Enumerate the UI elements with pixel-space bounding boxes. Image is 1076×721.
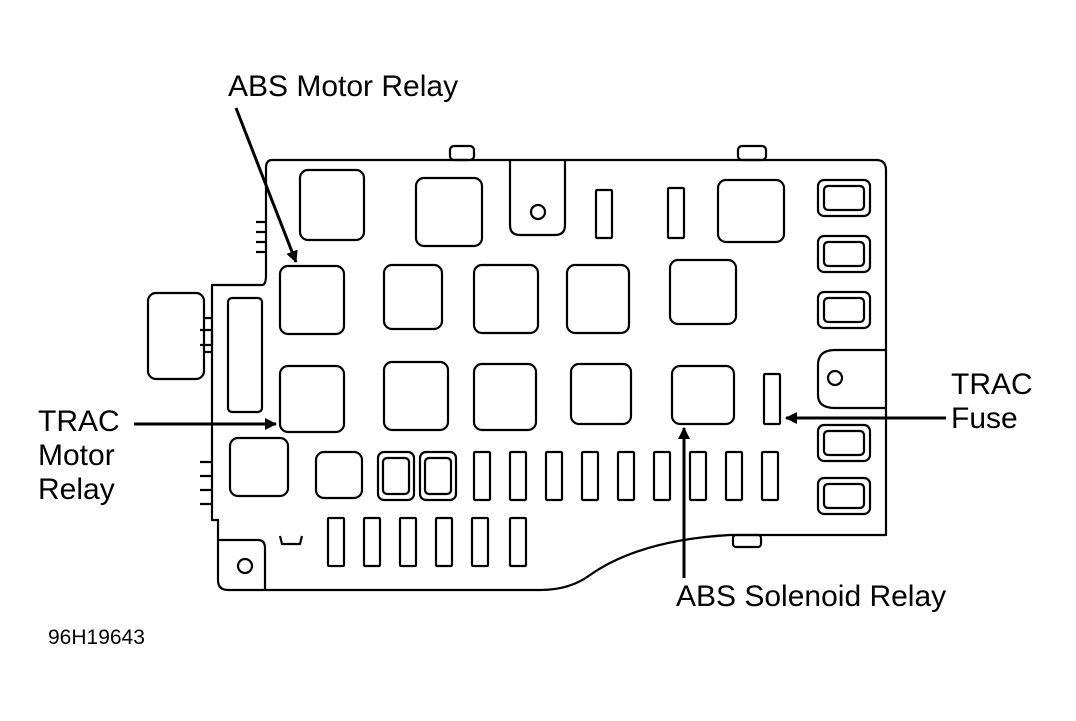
fuse-bottom-5: [470, 516, 490, 568]
fuse-top-1: [594, 188, 614, 240]
left-connector-clip: [200, 316, 214, 354]
figure-code: 96H19643: [48, 626, 145, 649]
relay-low-2: [382, 360, 450, 432]
relay-top-3: [716, 178, 786, 244]
relay-low-3: [472, 362, 538, 432]
relay-bottom-left: [228, 436, 290, 498]
fuse-bottom-3: [398, 516, 418, 568]
trac-motor-relay-label-line2: Motor: [38, 439, 115, 472]
trac-fuse-label-line1: TRAC: [951, 368, 1033, 401]
fuse-row-2: [508, 450, 528, 502]
abs-motor-relay-box: [278, 264, 346, 336]
fuse-bottom-1: [326, 516, 346, 568]
abs-motor-relay-arrow: [234, 107, 298, 263]
fuse-row-7: [688, 450, 708, 502]
right-mount-boss: [816, 348, 886, 410]
small-connector-2: [418, 450, 458, 502]
fuse-bottom-6: [508, 516, 528, 568]
right-connector-3: [816, 290, 872, 330]
fuse-bottom-2: [362, 516, 382, 568]
bottom-mount-boss: [218, 538, 267, 590]
relay-top-1: [298, 168, 366, 242]
fuse-top-2: [666, 186, 686, 240]
fuse-box-housing: [210, 158, 888, 592]
relay-mid-5: [668, 258, 738, 326]
abs-solenoid-relay-box: [670, 364, 736, 426]
top-tab-left: [448, 144, 476, 162]
top-mount-hole: [529, 203, 547, 221]
fuse-bottom-4: [434, 516, 454, 568]
abs-motor-relay-label: ABS Motor Relay: [228, 70, 459, 103]
relay-mid-3: [472, 263, 540, 335]
trac-motor-relay-box: [278, 364, 346, 434]
top-tab-right: [736, 144, 768, 162]
relay-low-4: [569, 362, 633, 426]
fuse-row-4: [580, 450, 600, 502]
bottom-mount-hole: [236, 557, 254, 575]
fuse-row-8: [724, 450, 744, 502]
left-long-slot: [226, 296, 264, 414]
abs-solenoid-relay-label: ABS Solenoid Relay: [676, 580, 947, 613]
right-connector-4: [816, 423, 872, 463]
bottom-clip: [278, 535, 304, 546]
trac-fuse-label-line2: Fuse: [951, 402, 1018, 435]
right-mount-hole: [826, 369, 844, 387]
left-connector: [146, 291, 206, 381]
bottom-tab: [731, 533, 763, 549]
relay-mid-2: [382, 263, 444, 331]
relay-top-2: [414, 176, 484, 248]
small-connector-1: [376, 450, 416, 502]
relay-bottom-2: [314, 450, 364, 500]
right-connector-1: [816, 178, 872, 218]
fuse-row-6: [652, 450, 672, 502]
fuse-row-3: [544, 450, 564, 502]
fuse-row-1: [472, 450, 492, 502]
trac-fuse-box: [762, 372, 782, 426]
fuse-row-5: [616, 450, 636, 502]
trac-motor-relay-label-line3: Relay: [38, 473, 115, 506]
top-mount-boss: [508, 160, 567, 237]
fuse-row-9: [760, 450, 780, 502]
right-connector-5: [816, 476, 872, 516]
left-edge-marks: [200, 220, 266, 506]
right-connector-2: [816, 234, 872, 274]
relay-mid-4: [565, 263, 631, 335]
trac-motor-relay-label-line1: TRAC: [38, 405, 120, 438]
